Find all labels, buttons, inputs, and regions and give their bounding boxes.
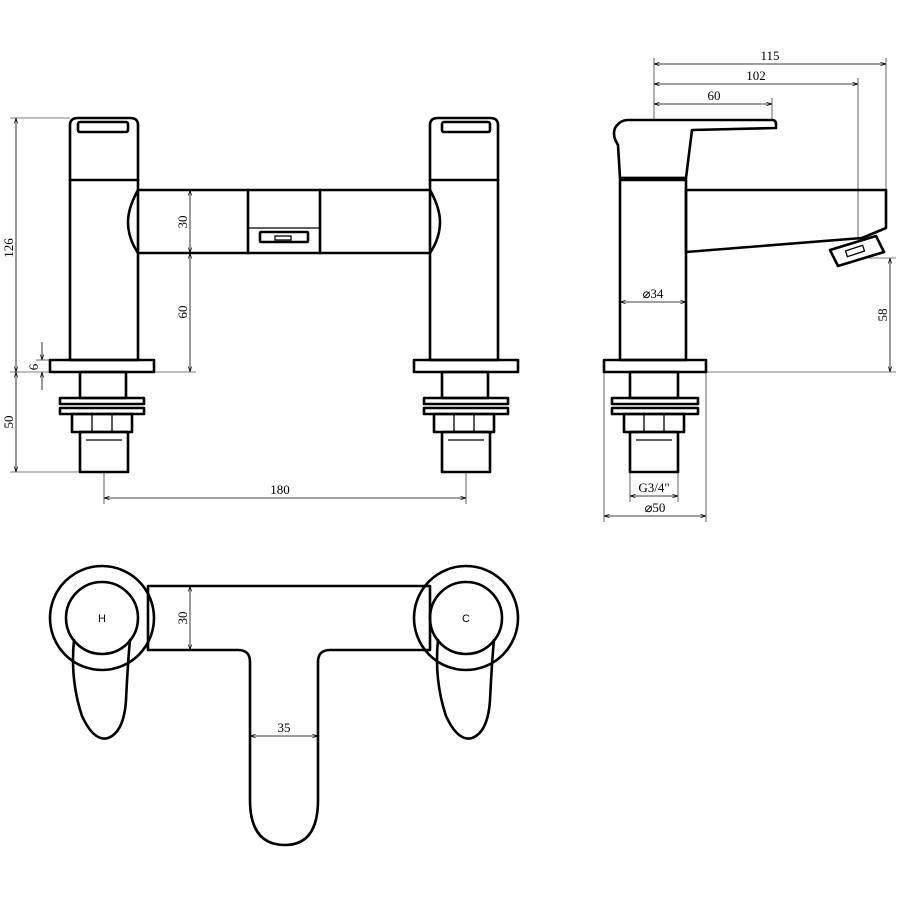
hot-label: H [98,613,106,625]
dim-centres-label: 180 [270,482,290,497]
front-view: 126 6 50 30 60 180 [1,116,520,504]
side-body [618,178,688,362]
left-base-and-tail [48,358,156,474]
dim-tail-length: 50 [1,372,80,473]
dim-spout-height-label: 58 [875,309,890,322]
left-pillar [68,116,140,362]
dim-spout-width: 35 [250,720,318,736]
dim-spout-reach-label: 102 [746,68,766,83]
side-handle [612,118,778,180]
cold-label: C [462,613,470,625]
dim-thread: G3/4" [629,472,679,502]
bridge-body [126,188,442,255]
right-base-and-tail [412,358,520,474]
dim-tail-length-label: 50 [1,416,16,429]
cold-handle: C [412,564,520,740]
side-spout [684,188,888,268]
dim-body-height-label: 30 [175,216,190,229]
dim-base-diameter: ⌀50 [603,372,707,522]
side-base-and-tail [602,358,708,474]
dim-body-diameter-label: ⌀34 [643,286,664,301]
top-body-and-spout [146,584,432,847]
dim-body-height: 30 [175,190,190,253]
right-pillar [428,116,500,362]
dim-spout-clearance: 60 [154,253,196,373]
top-view: H C 30 35 [48,564,520,847]
dim-total-height-label: 126 [1,238,16,258]
dim-thread-label: G3/4" [638,480,669,495]
dim-spout-clearance-label: 60 [175,306,190,319]
dim-base-diameter-label: ⌀50 [645,500,666,515]
dim-overall-depth: 115 [653,48,887,190]
dim-body-diameter: ⌀34 [620,286,686,302]
hot-handle: H [48,564,156,740]
dim-base-plate-label: 6 [26,363,41,370]
dim-centres: 180 [103,472,467,504]
dim-total-height: 126 [1,117,70,373]
dim-base-plate: 6 [26,342,50,390]
dim-top-body-depth-label: 30 [175,612,190,625]
dim-handle-reach: 60 [654,88,773,120]
dim-top-body-depth: 30 [175,586,190,650]
dim-spout-height: 58 [706,257,896,373]
dim-overall-depth-label: 115 [760,48,779,63]
side-view: 115 102 60 58 ⌀34 [602,48,896,522]
dim-spout-width-label: 35 [278,720,291,735]
dim-spout-reach: 102 [654,68,859,240]
dim-handle-reach-label: 60 [708,88,721,103]
